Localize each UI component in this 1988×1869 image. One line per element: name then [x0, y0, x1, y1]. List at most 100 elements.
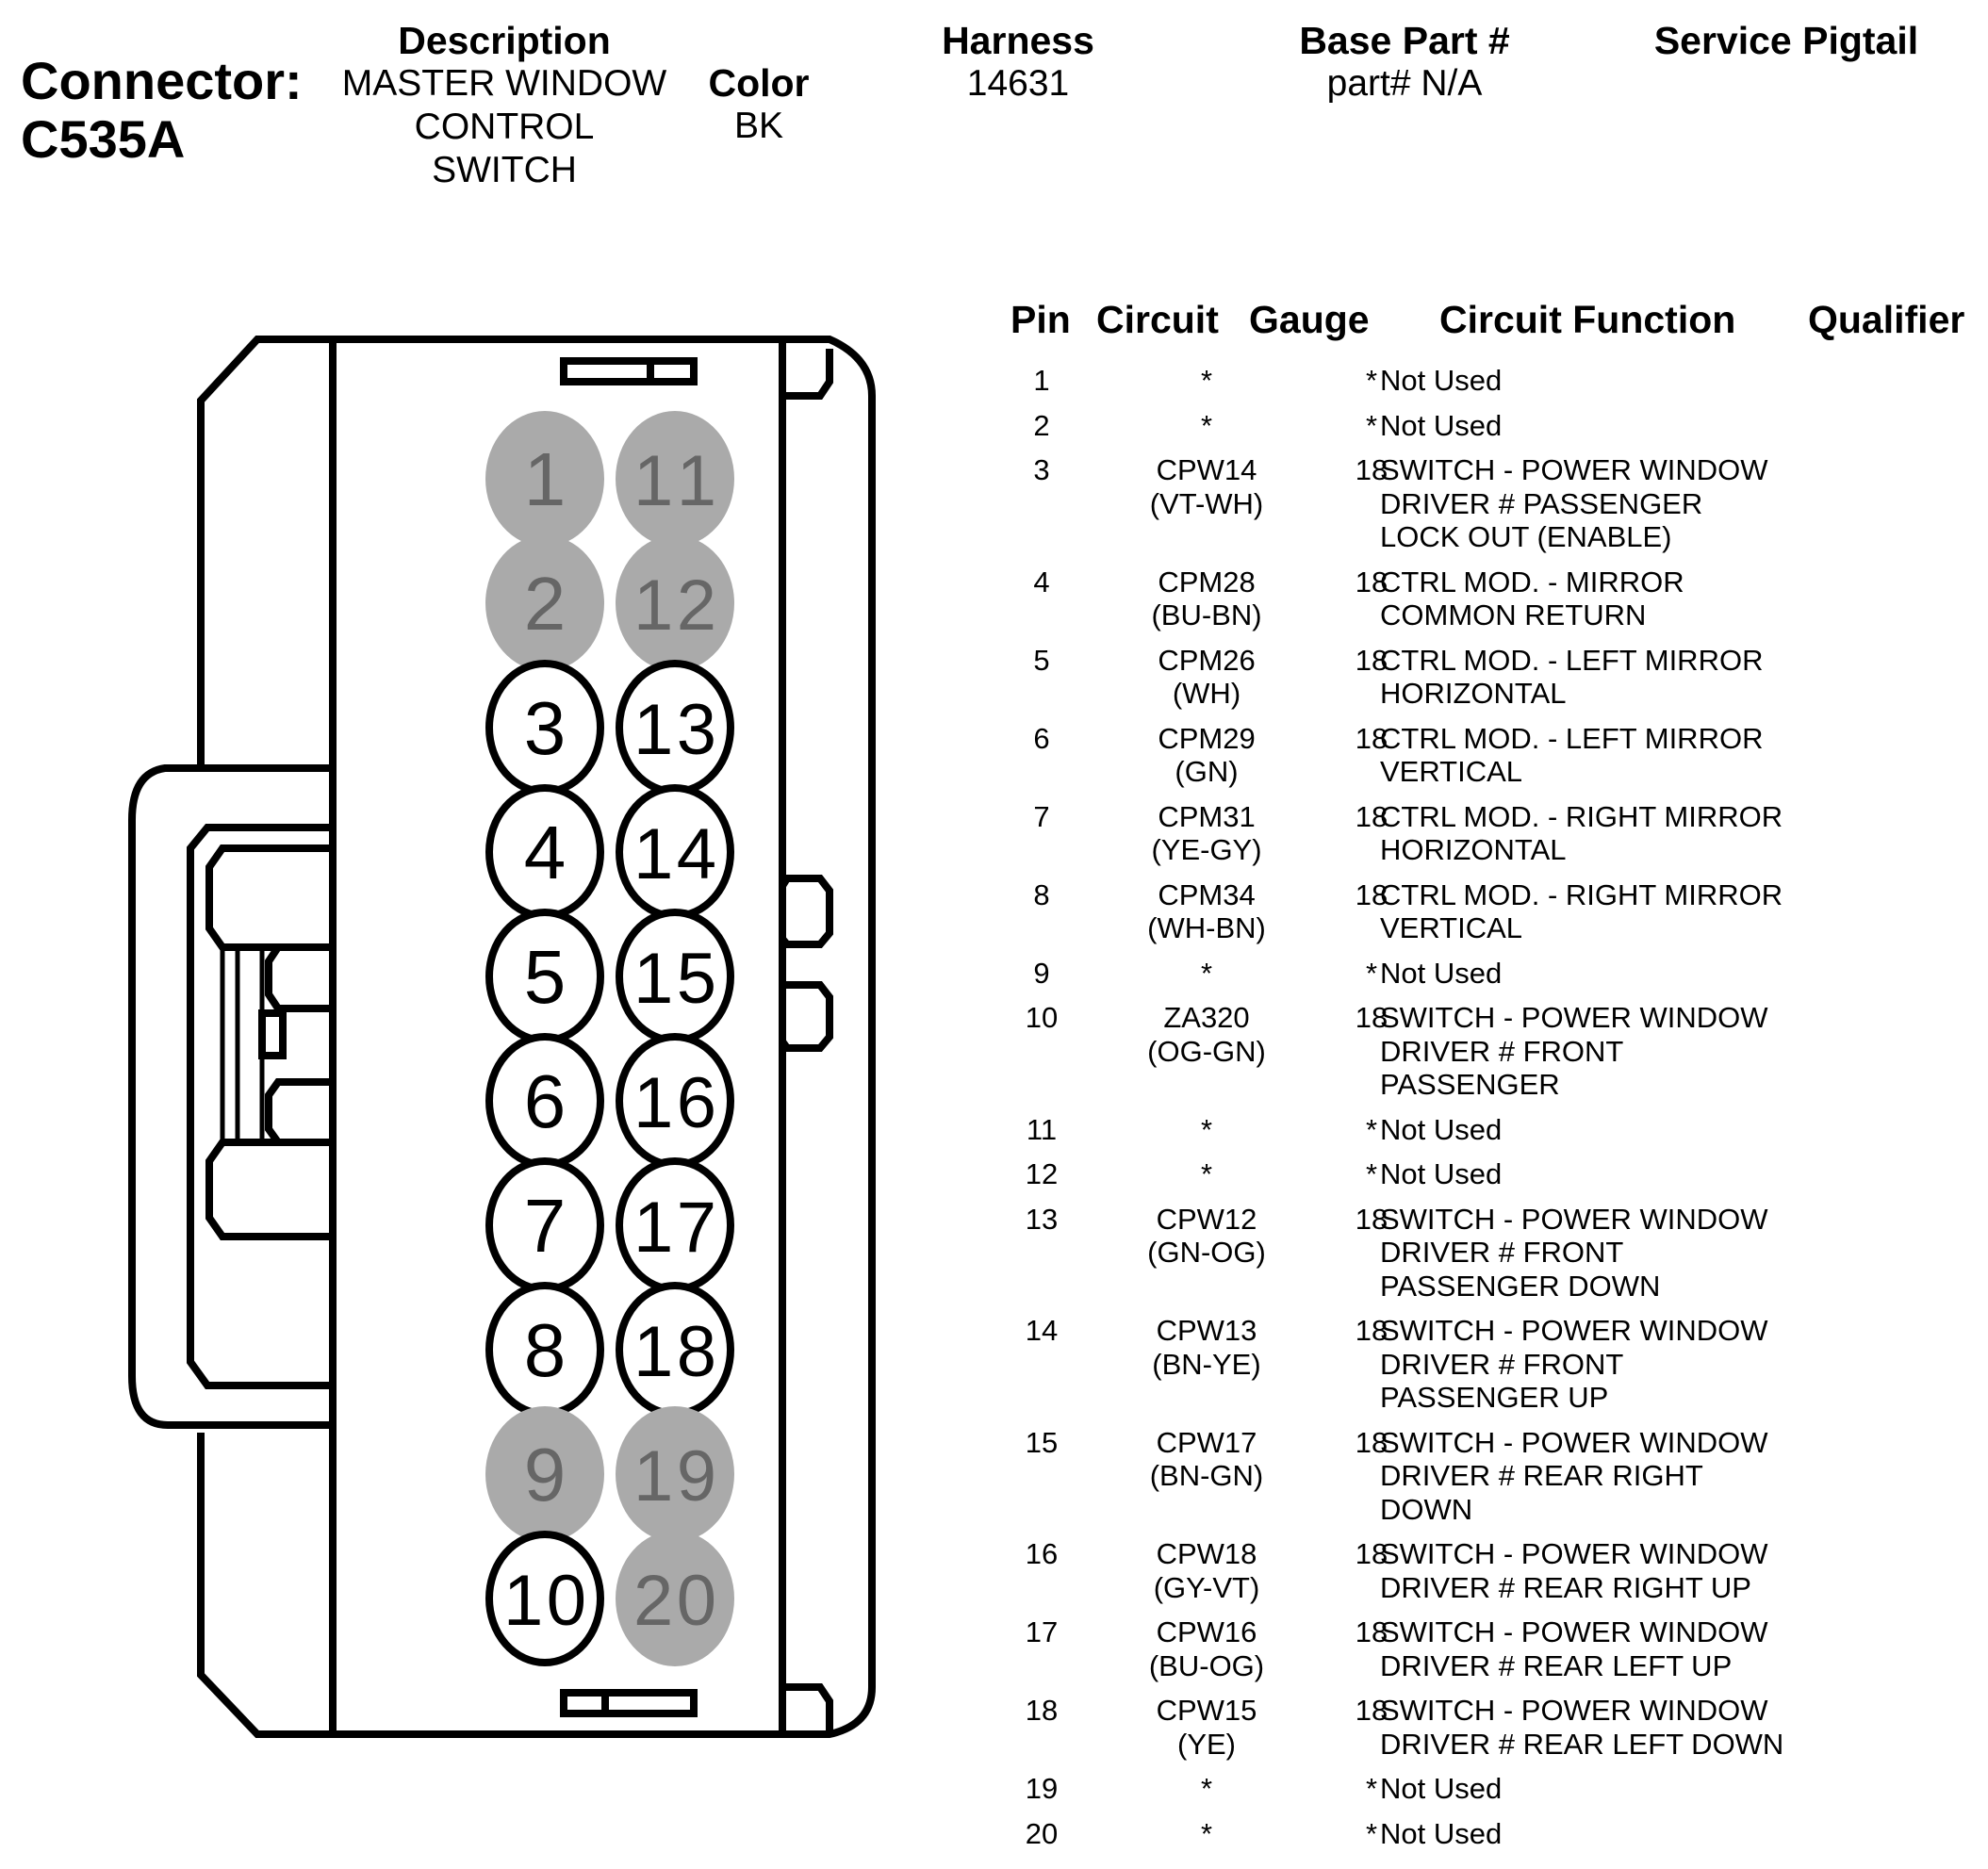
- harness-header: Harness: [942, 19, 1094, 62]
- circuit-function-line: SWITCH - POWER WINDOW: [1380, 1694, 1768, 1727]
- side-bump-upper: [779, 875, 833, 948]
- circuit-function-line: VERTICAL: [1380, 755, 1523, 788]
- pin-label: 6: [524, 1059, 567, 1143]
- pin-number: 15: [1025, 1425, 1059, 1459]
- pin-number: 16: [1025, 1537, 1059, 1570]
- circuit-id: CPM29: [1158, 721, 1256, 755]
- gauge-value: 18: [1355, 1314, 1388, 1347]
- latch-arm-upper: [205, 844, 333, 951]
- pin-cavity: 6: [485, 1033, 604, 1169]
- gauge-value: 18: [1355, 643, 1388, 677]
- pin-number: 11: [1026, 1112, 1058, 1146]
- pin-number: 8: [1033, 877, 1050, 911]
- circuit-id: *: [1200, 1816, 1213, 1850]
- circuit-function-line: DRIVER # REAR RIGHT: [1380, 1459, 1703, 1492]
- pin-cavity: 7: [485, 1157, 604, 1293]
- circuit-cell: CPW16(BU-OG): [1093, 1615, 1320, 1682]
- circuit-function-line: DRIVER # PASSENGER: [1380, 486, 1703, 520]
- pin-cavity: 10: [485, 1531, 604, 1666]
- gauge-value: 18: [1355, 1425, 1388, 1459]
- gauge-value: *: [1365, 408, 1378, 442]
- gauge-value: 18: [1355, 1615, 1388, 1648]
- circuit-function-line: DRIVER # REAR RIGHT UP: [1380, 1570, 1751, 1604]
- circuit-function-line: PASSENGER DOWN: [1380, 1269, 1661, 1303]
- housing-upper-left-edge: [197, 336, 328, 768]
- circuit-function-line: Not Used: [1380, 364, 1503, 397]
- circuit-function-line: LOCK OUT (ENABLE): [1380, 520, 1672, 553]
- column-header-qualifier: Qualifier: [1808, 298, 1965, 341]
- pin-cavity: 17: [616, 1157, 734, 1293]
- corner-tab-top: [782, 349, 833, 400]
- wire-color: (BN-YE): [1152, 1347, 1261, 1381]
- pin-number: 4: [1033, 565, 1050, 598]
- pin-label: 9: [524, 1433, 567, 1517]
- gauge-value: 18: [1355, 877, 1388, 911]
- circuit-id: CPW13: [1156, 1314, 1257, 1347]
- gauge-value: 18: [1355, 721, 1388, 755]
- circuit-function-line: HORIZONTAL: [1380, 677, 1567, 710]
- circuit-cell: *: [1093, 409, 1320, 443]
- circuit-function-line: DRIVER # FRONT: [1380, 1034, 1624, 1068]
- pin-cavity: 18: [616, 1282, 734, 1418]
- pin-number: 14: [1025, 1314, 1059, 1347]
- circuit-function-line: SWITCH - POWER WINDOW: [1380, 1537, 1768, 1570]
- corner-tab-bottom: [782, 1683, 833, 1732]
- base-part-section: Base Part # part# N/A: [1263, 19, 1546, 106]
- circuit-function-line: SWITCH - POWER WINDOW: [1380, 1001, 1768, 1034]
- circuit-function-line: CTRL MOD. - RIGHT MIRROR: [1380, 877, 1783, 911]
- circuit-cell: *: [1093, 1817, 1320, 1851]
- wire-color: (BU-BN): [1151, 598, 1262, 631]
- connector-label: Connector:: [21, 51, 303, 110]
- pin-number: 12: [1025, 1157, 1059, 1190]
- circuit-id: CPM34: [1158, 877, 1256, 911]
- circuit-cell: *: [1093, 1772, 1320, 1806]
- circuit-function-line: DRIVER # FRONT: [1380, 1236, 1624, 1269]
- description-line: MASTER WINDOW: [341, 63, 667, 104]
- gauge-value: 18: [1355, 1001, 1388, 1034]
- base-part-value: part# N/A: [1326, 63, 1483, 104]
- pin-number: 6: [1033, 721, 1050, 755]
- circuit-id: *: [1200, 1112, 1213, 1146]
- circuit-function-cell: Not Used: [1380, 409, 1502, 443]
- polarization-slot-bottom: [560, 1689, 698, 1717]
- column-header-circuit-function: Circuit Function: [1439, 298, 1736, 341]
- latch-finger-lower: [265, 1078, 333, 1146]
- pin-unused-marker: [616, 1531, 734, 1666]
- circuit-function-line: DOWN: [1380, 1492, 1473, 1526]
- pin-cavity: 20: [616, 1531, 734, 1666]
- pin-label: 4: [524, 811, 567, 894]
- column-header-circuit: Circuit: [1096, 298, 1219, 341]
- gauge-value: *: [1365, 956, 1378, 990]
- table-row: 20**Not Used: [999, 1817, 1988, 1862]
- pin-cavity: 2: [485, 535, 604, 671]
- circuit-function-cell: Not Used: [1380, 1772, 1502, 1806]
- gauge-value: 18: [1355, 799, 1388, 833]
- circuit-function-line: DRIVER # REAR LEFT UP: [1380, 1648, 1733, 1682]
- circuit-id: *: [1200, 956, 1213, 990]
- circuit-function-line: Not Used: [1380, 1112, 1503, 1146]
- pin-cavity: 12: [616, 535, 734, 671]
- circuit-function-line: CTRL MOD. - RIGHT MIRROR: [1380, 799, 1783, 833]
- circuit-function-line: COMMON RETURN: [1380, 598, 1647, 631]
- circuit-function-cell: Not Used: [1380, 364, 1502, 398]
- harness-section: Harness 14631: [919, 19, 1117, 106]
- circuit-function-line: Not Used: [1380, 408, 1503, 442]
- wire-color: (BN-GN): [1149, 1459, 1264, 1492]
- description-section: Description MASTER WINDOW CONTROL SWITCH: [320, 19, 688, 192]
- circuit-function-line: SWITCH - POWER WINDOW: [1380, 1314, 1768, 1347]
- pin-unused-marker: [485, 411, 604, 547]
- circuit-function-cell: Not Used: [1380, 1817, 1502, 1851]
- circuit-function-line: CTRL MOD. - LEFT MIRROR: [1380, 721, 1764, 755]
- circuit-cell: CPW14(VT-WH): [1093, 453, 1320, 520]
